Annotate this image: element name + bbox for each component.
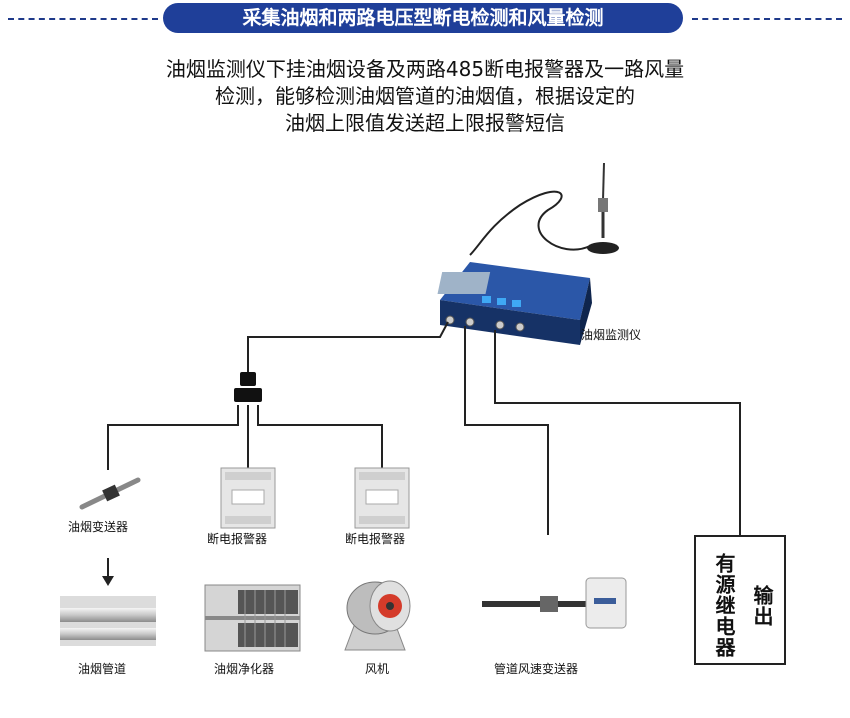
label-purifier: 油烟净化器: [214, 662, 275, 676]
air-speed-transmitter-icon: [482, 577, 627, 629]
label-alarm-2: 断电报警器: [345, 532, 406, 546]
smoke-transmitter-icon: [79, 477, 141, 510]
title-divider-left: [8, 18, 158, 20]
fan-icon: [344, 580, 411, 651]
title-divider-right: [692, 18, 842, 20]
description: 油烟监测仪下挂油烟设备及两路485断电报警器及一路风量 检测，能够检测油烟管道的…: [0, 56, 850, 137]
label-smoke-transmitter: 油烟变送器: [68, 520, 129, 534]
label-smoke-duct: 油烟管道: [78, 662, 127, 676]
monitor-device-icon: [437, 262, 592, 345]
relay-box: [694, 535, 786, 665]
description-line-2: 检测，能够检测油烟管道的油烟值，根据设定的: [215, 84, 635, 108]
label-fan: 风机: [365, 662, 390, 676]
alarm-1-icon: [220, 467, 276, 529]
alarm-2-icon: [354, 467, 410, 529]
label-relay-name: 有源继电器: [712, 553, 736, 658]
arrow-down-icon: [102, 558, 114, 586]
purifier-icon: [204, 584, 301, 652]
page-title: 采集油烟和两路电压型断电检测和风量检测: [163, 3, 683, 33]
antenna-icon: [469, 162, 619, 256]
description-line-1: 油烟监测仪下挂油烟设备及两路485断电报警器及一路风量: [165, 57, 685, 81]
label-air-speed-transmitter: 管道风速变送器: [494, 662, 579, 676]
label-alarm-1: 断电报警器: [207, 532, 268, 546]
label-relay-output: 输出: [750, 585, 774, 627]
splitter-icon: [234, 372, 262, 402]
description-line-3: 油烟上限值发送超上限报警短信: [285, 111, 565, 135]
label-monitor: 油烟监测仪: [581, 328, 642, 342]
title-bar: 采集油烟和两路电压型断电检测和风量检测: [0, 0, 850, 38]
smoke-duct-icon: [60, 596, 156, 646]
wires: [107, 321, 741, 535]
